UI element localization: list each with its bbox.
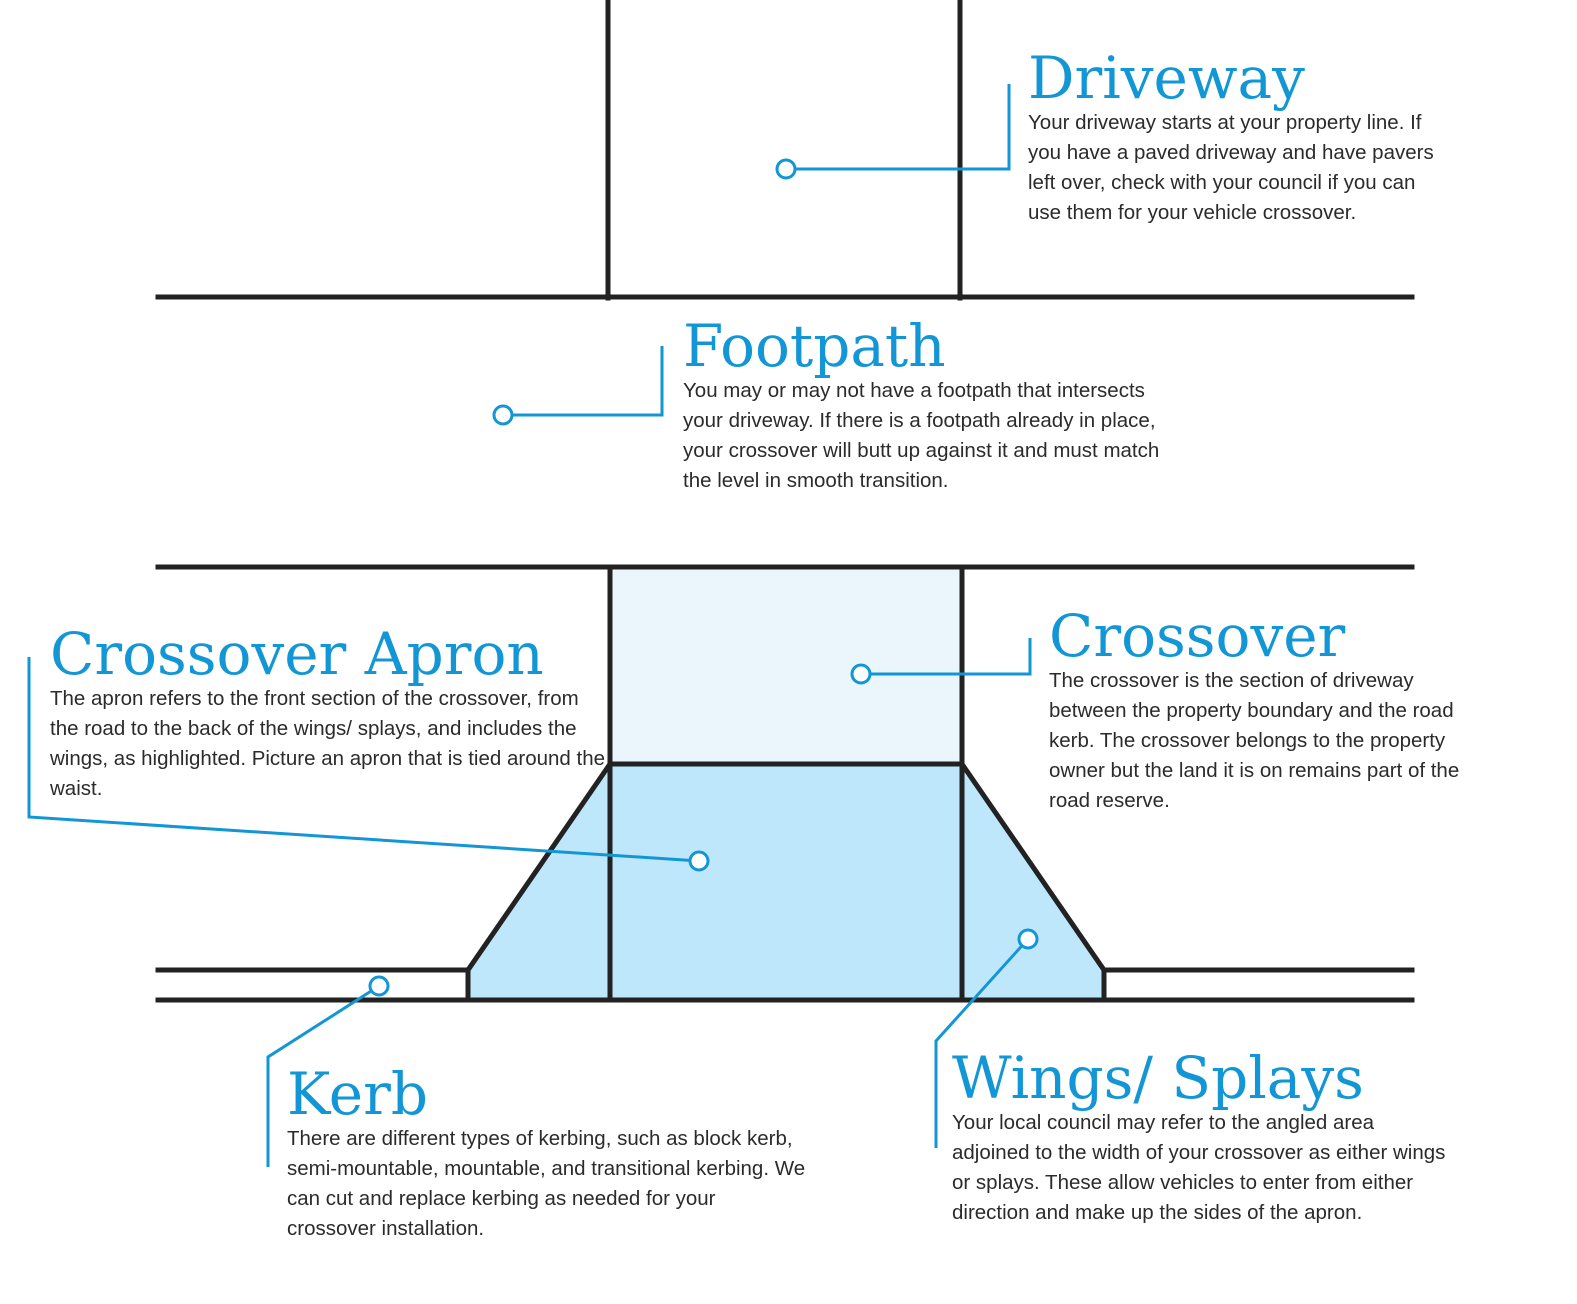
right-wing-edge <box>958 760 1108 974</box>
apron-callout-line <box>27 657 700 863</box>
driveway-callout-dot <box>775 158 797 180</box>
apron-callout-dot <box>688 850 710 872</box>
driveway-title: Driveway <box>1028 44 1305 112</box>
footpath-callout-line <box>503 346 664 417</box>
crossover-label: Crossover The crossover is the section o… <box>1049 606 1489 816</box>
crossover-callout-line <box>861 638 1032 676</box>
driveway-label: Driveway Your driveway starts at your pr… <box>1028 48 1448 228</box>
driveway-callout-line <box>786 84 1011 171</box>
crossover-area <box>610 568 962 764</box>
crossover-title: Crossover <box>1049 602 1346 670</box>
left-wing-edge <box>464 760 614 974</box>
wings-splays-label: Wings/ Splays Your local council may ref… <box>952 1048 1452 1228</box>
crossover-apron-description: The apron refers to the front section of… <box>50 687 605 800</box>
footpath-title: Footpath <box>683 312 946 380</box>
linework <box>155 0 1415 1003</box>
kerb-callout-line <box>266 984 380 1167</box>
footpath-label: Footpath You may or may not have a footp… <box>683 316 1183 496</box>
footpath-callout-dot <box>492 404 514 426</box>
crossover-description: The crossover is the section of driveway… <box>1049 669 1460 812</box>
crossover-apron-title: Crossover Apron <box>50 620 544 688</box>
wings-splays-description: Your local council may refer to the angl… <box>952 1111 1446 1224</box>
kerb-description: There are different types of kerbing, su… <box>287 1127 806 1240</box>
kerb-title: Kerb <box>287 1060 428 1128</box>
driveway-description: Your driveway starts at your property li… <box>1028 111 1434 224</box>
crossover-callout-dot <box>850 663 872 685</box>
crossover-apron-label: Crossover Apron The apron refers to the … <box>50 624 610 804</box>
wings-callout-line <box>934 937 1030 1148</box>
footpath-description: You may or may not have a footpath that … <box>683 379 1160 492</box>
kerb-label: Kerb There are different types of kerbin… <box>287 1064 807 1244</box>
apron-area <box>468 764 1104 1000</box>
callouts <box>27 84 1039 1167</box>
kerb-callout-dot <box>368 975 390 997</box>
wings-splays-title: Wings/ Splays <box>952 1044 1364 1112</box>
wings-callout-dot <box>1017 928 1039 950</box>
